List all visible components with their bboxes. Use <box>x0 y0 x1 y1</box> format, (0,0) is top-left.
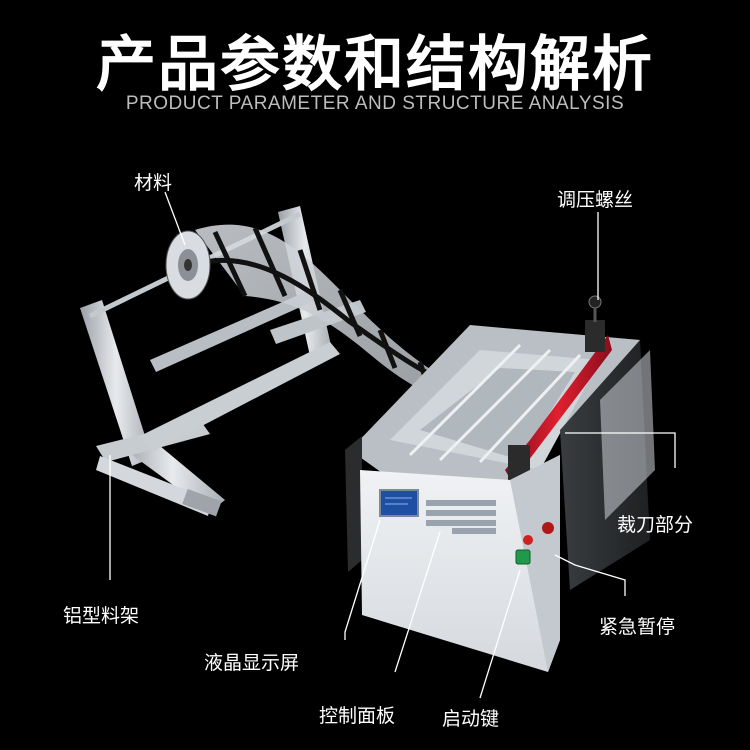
pressure-screw-knob <box>588 295 602 309</box>
side-cover <box>600 350 655 520</box>
lcd-screen <box>379 489 419 517</box>
callout-lcd-screen: 液晶显示屏 <box>204 652 300 674</box>
callout-material: 材料 <box>134 172 173 194</box>
callout-emergency-stop: 紧急暂停 <box>599 616 676 638</box>
callout-cutter: 裁刀部分 <box>617 514 694 536</box>
stop-button <box>523 535 533 545</box>
emergency-stop-button <box>542 522 554 534</box>
material-roll <box>165 230 211 300</box>
callout-lines <box>109 191 676 699</box>
machine-top <box>350 325 640 500</box>
cutter-assembly <box>505 295 612 482</box>
callout-control-panel: 控制面板 <box>319 705 396 727</box>
aluminum-rack <box>80 206 366 517</box>
callout-pressure-screw: 调压螺丝 <box>557 189 634 211</box>
machine-left-side <box>345 436 362 572</box>
control-panel-keys <box>426 500 496 534</box>
callout-aluminum-rack: 铝型料架 <box>63 605 140 627</box>
start-button <box>515 549 531 565</box>
callout-start-key: 启动键 <box>442 708 500 730</box>
page-title: 产品参数和结构解析 <box>96 30 654 100</box>
page-subtitle: PRODUCT PARAMETER AND STRUCTURE ANALYSIS <box>125 93 625 114</box>
